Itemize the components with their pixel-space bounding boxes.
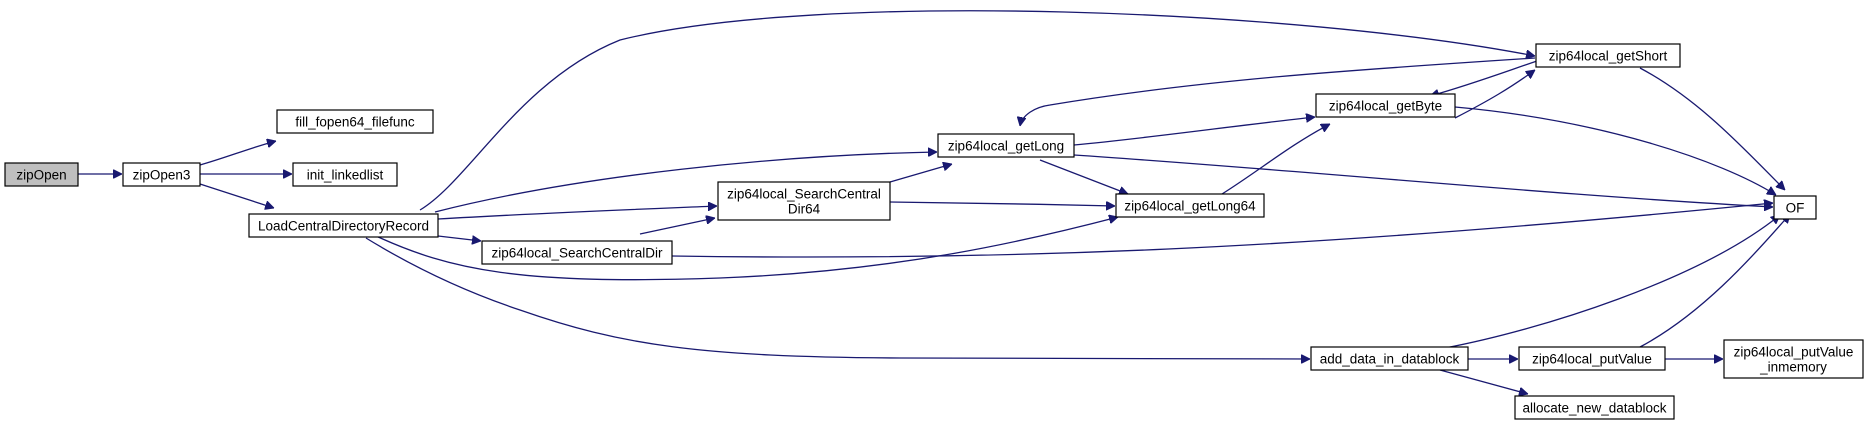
node-label-zipOpen3: zipOpen3 — [133, 168, 191, 183]
node-label-zip64local_getShort: zip64local_getShort — [1549, 49, 1668, 64]
node-box-zip64local_getByte[interactable] — [1315, 93, 1456, 118]
edge-zipOpen3-fill_fopen64_filefunc — [199, 141, 276, 166]
node-label-zip64local_getByte: zip64local_getByte — [1329, 99, 1442, 114]
node-OF[interactable]: OF — [1773, 195, 1817, 220]
node-LoadCentralDirectoryRecord[interactable]: LoadCentralDirectoryRecord — [248, 213, 439, 238]
edge-putValue-OF — [1639, 214, 1790, 348]
node-box-allocate_new_datablock[interactable] — [1514, 395, 1675, 420]
edge-SearchCentralDir64-getLong — [889, 164, 952, 183]
edge-Load-add_data_in_datablock — [365, 237, 1310, 359]
node-box-zip64local_SearchCentralDir64[interactable] — [717, 181, 891, 221]
node-label-add_data_in_datablock: add_data_in_datablock — [1320, 352, 1460, 367]
edge-getLong-getLong64 — [1039, 159, 1128, 194]
edge-getByte-getShort — [1454, 70, 1535, 119]
edge-Load-getLong64 — [375, 217, 1118, 281]
edge-getShort-OF — [1639, 67, 1785, 190]
node-label-zip64local_putValue_inmemory: _inmemory — [1759, 360, 1827, 375]
node-box-zipOpen[interactable] — [4, 162, 79, 187]
node-label-zip64local_putValue: zip64local_putValue — [1532, 352, 1652, 367]
node-zip64local_getLong64[interactable]: zip64local_getLong64 — [1115, 193, 1265, 218]
node-zip64local_SearchCentralDir[interactable]: zip64local_SearchCentralDir — [481, 240, 673, 265]
nodes: zipOpen zipOpen3 fill_fopen64_filefuncinit… — [4, 43, 1864, 420]
node-box-zipOpen3[interactable] — [122, 162, 201, 187]
edge-add_data-allocate — [1439, 369, 1528, 394]
edge-SearchCentralDir64-getLong64 — [889, 202, 1115, 206]
node-label-allocate_new_datablock: allocate_new_datablock — [1522, 401, 1666, 416]
node-box-add_data_in_datablock[interactable] — [1310, 346, 1469, 371]
node-label-zipOpen: zipOpen — [16, 168, 66, 183]
edge-getShort-getLong — [1020, 57, 1536, 126]
edge-getLong-getByte — [1073, 117, 1315, 146]
node-zip64local_putValue_inmemory[interactable]: zip64local_putValue_inmemory — [1723, 339, 1864, 379]
node-label-LoadCentralDirectoryRecord: LoadCentralDirectoryRecord — [258, 219, 429, 234]
node-label-zip64local_getLong: zip64local_getLong — [948, 139, 1064, 154]
node-init_linkedlist[interactable]: init_linkedlist — [292, 162, 398, 187]
node-allocate_new_datablock[interactable]: allocate_new_datablock — [1514, 395, 1675, 420]
node-box-zip64local_putValue_inmemory[interactable] — [1723, 339, 1864, 379]
node-label-zip64local_getLong64: zip64local_getLong64 — [1124, 199, 1256, 214]
node-box-LoadCentralDirectoryRecord[interactable] — [248, 213, 439, 238]
edge-getLong64-getByte — [1221, 123, 1330, 195]
node-zipOpen[interactable]: zipOpen — [4, 162, 79, 187]
node-zip64local_putValue[interactable]: zip64local_putValue — [1518, 346, 1666, 371]
node-zipOpen3[interactable]: zipOpen3 — [122, 162, 201, 187]
node-zip64local_getByte[interactable]: zip64local_getByte — [1315, 93, 1456, 118]
edge-SearchCentralDir-OF — [671, 203, 1773, 258]
edge-getByte-OF — [1454, 106, 1776, 196]
edge-zipOpen3-LoadCentralDirectoryRecord — [199, 183, 274, 208]
node-label-zip64local_SearchCentralDir64: Dir64 — [788, 202, 821, 217]
node-box-zip64local_getLong[interactable] — [937, 133, 1075, 158]
node-add_data_in_datablock[interactable]: add_data_in_datablock — [1310, 346, 1469, 371]
edge-Load-SearchCentralDir — [437, 235, 481, 241]
node-box-OF[interactable] — [1773, 195, 1817, 220]
node-label-OF: OF — [1786, 201, 1805, 216]
node-fill_fopen64_filefunc[interactable]: fill_fopen64_filefunc — [276, 109, 434, 134]
edge-getLong-OF — [1073, 154, 1773, 207]
node-label-fill_fopen64_filefunc: fill_fopen64_filefunc — [295, 115, 415, 130]
node-zip64local_getLong[interactable]: zip64local_getLong — [937, 133, 1075, 158]
node-zip64local_getShort[interactable]: zip64local_getShort — [1535, 43, 1681, 68]
edge-getShort-getByte — [1430, 59, 1541, 96]
edge-Load-SearchCentralDir64 — [437, 206, 717, 220]
node-label-zip64local_SearchCentralDir: zip64local_SearchCentralDir — [491, 246, 663, 261]
node-label-init_linkedlist: init_linkedlist — [307, 168, 384, 183]
edges — [78, 10, 1790, 394]
node-box-init_linkedlist[interactable] — [292, 162, 398, 187]
node-box-zip64local_SearchCentralDir[interactable] — [481, 240, 673, 265]
node-label-zip64local_SearchCentralDir64: zip64local_SearchCentral — [727, 187, 881, 202]
node-box-fill_fopen64_filefunc[interactable] — [276, 109, 434, 134]
node-box-zip64local_getLong64[interactable] — [1115, 193, 1265, 218]
edge-SearchCentralDir-SearchCentralDir64 — [639, 218, 715, 235]
node-label-zip64local_putValue_inmemory: zip64local_putValue — [1734, 345, 1854, 360]
edge-Load-getLong — [434, 152, 937, 213]
node-box-zip64local_getShort[interactable] — [1535, 43, 1681, 68]
edge-add_data-OF — [1444, 215, 1780, 349]
edge-Load-getShort — [419, 10, 1535, 211]
node-box-zip64local_putValue[interactable] — [1518, 346, 1666, 371]
